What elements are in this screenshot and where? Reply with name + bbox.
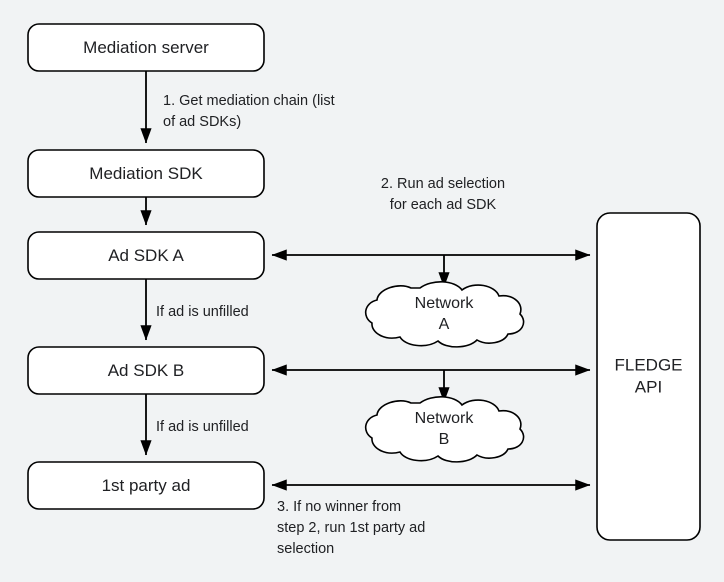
node-network-a-cloud [364,281,525,348]
edge-label-step3-line2: step 2, run 1st party ad [277,520,425,536]
node-mediation-server-label: Mediation server [83,38,209,57]
node-fledge-api-label-line1: FLEDGE [614,355,682,374]
node-network-b[interactable]: Network B [364,396,525,463]
node-network-a[interactable]: Network A [364,281,525,348]
node-mediation-server-box [27,23,265,72]
edge-label-b-to-first-party: If ad is unfilled [156,419,249,435]
node-network-b-label-line2: B [439,431,450,448]
node-network-a-label-line1: Network [415,295,475,312]
node-ad-sdk-b-label: Ad SDK B [108,361,185,380]
edge-label-step2: 2. Run ad selection for each ad SDK [381,176,505,213]
edge-label-step1-line1: 1. Get mediation chain (list [163,93,335,109]
node-fledge-api[interactable]: FLEDGE API [596,212,701,541]
node-first-party-ad[interactable]: 1st party ad [27,461,265,510]
edge-label-step3: 3. If no winner from step 2, run 1st par… [277,499,425,557]
edge-label-a-to-b: If ad is unfilled [156,304,249,320]
node-network-b-cloud [364,396,525,463]
node-mediation-sdk[interactable]: Mediation SDK [27,149,265,198]
node-mediation-sdk-box [27,149,265,198]
node-ad-sdk-b[interactable]: Ad SDK B [27,346,265,395]
node-ad-sdk-a-label: Ad SDK A [108,246,184,265]
edge-label-step1-line2: of ad SDKs) [163,114,241,130]
node-first-party-ad-label: 1st party ad [102,476,191,495]
node-fledge-api-box [596,212,701,541]
edge-label-step2-line2: for each ad SDK [390,197,497,213]
edge-label-step2-line1: 2. Run ad selection [381,176,505,192]
edge-label-step3-line3: selection [277,541,334,557]
node-mediation-sdk-label: Mediation SDK [89,164,203,183]
node-ad-sdk-b-box [27,346,265,395]
node-ad-sdk-a-box [27,231,265,280]
node-first-party-ad-box [27,461,265,510]
edge-label-step3-line1: 3. If no winner from [277,499,401,515]
node-network-a-label-line2: A [439,316,450,333]
edge-label-step1: 1. Get mediation chain (list of ad SDKs) [163,93,335,130]
node-ad-sdk-a[interactable]: Ad SDK A [27,231,265,280]
node-mediation-server[interactable]: Mediation server [27,23,265,72]
node-network-b-label-line1: Network [415,410,475,427]
node-fledge-api-label-line2: API [635,377,662,396]
